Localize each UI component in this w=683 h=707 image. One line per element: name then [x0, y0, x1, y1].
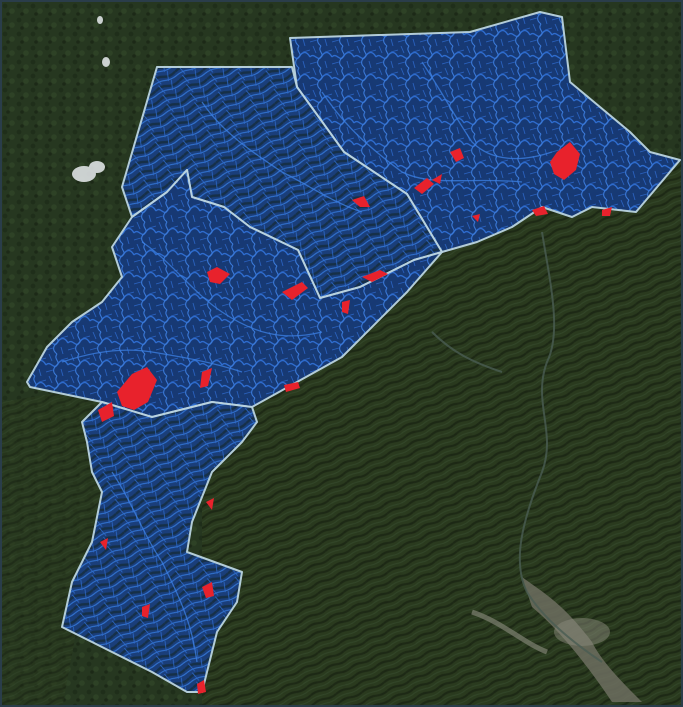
urban-area — [471, 577, 642, 702]
rivers — [431, 231, 603, 663]
highlight-patch[interactable] — [207, 267, 230, 284]
highlight-patch[interactable] — [282, 282, 308, 300]
highlight-patch[interactable] — [117, 367, 157, 410]
highlight-patch[interactable] — [197, 680, 206, 694]
watershed-regions[interactable] — [26, 11, 681, 693]
highlight-patch[interactable] — [202, 582, 214, 598]
highlight-patch[interactable] — [532, 206, 548, 216]
highlight-patch[interactable] — [284, 382, 300, 392]
cloud-patches — [72, 16, 110, 182]
highlight-patch[interactable] — [472, 214, 480, 222]
highlight-patch[interactable] — [550, 142, 580, 180]
highlight-patch[interactable] — [362, 270, 388, 282]
highlight-patch[interactable] — [602, 207, 612, 216]
highlight-patch[interactable] — [98, 402, 114, 422]
highlight-patch[interactable] — [100, 538, 108, 550]
stream-network-accents — [61, 61, 553, 663]
highlight-patch[interactable] — [414, 178, 434, 194]
highlight-patch[interactable] — [142, 604, 150, 618]
highlight-patch[interactable] — [352, 196, 370, 207]
highlight-patch[interactable] — [450, 148, 464, 162]
highlight-patch[interactable] — [432, 174, 442, 184]
highlight-patch[interactable] — [342, 300, 350, 314]
highlight-patch[interactable] — [200, 368, 212, 388]
highlight-patch[interactable] — [206, 498, 214, 510]
region-south[interactable] — [61, 401, 258, 693]
highlighted-areas[interactable] — [98, 142, 612, 694]
